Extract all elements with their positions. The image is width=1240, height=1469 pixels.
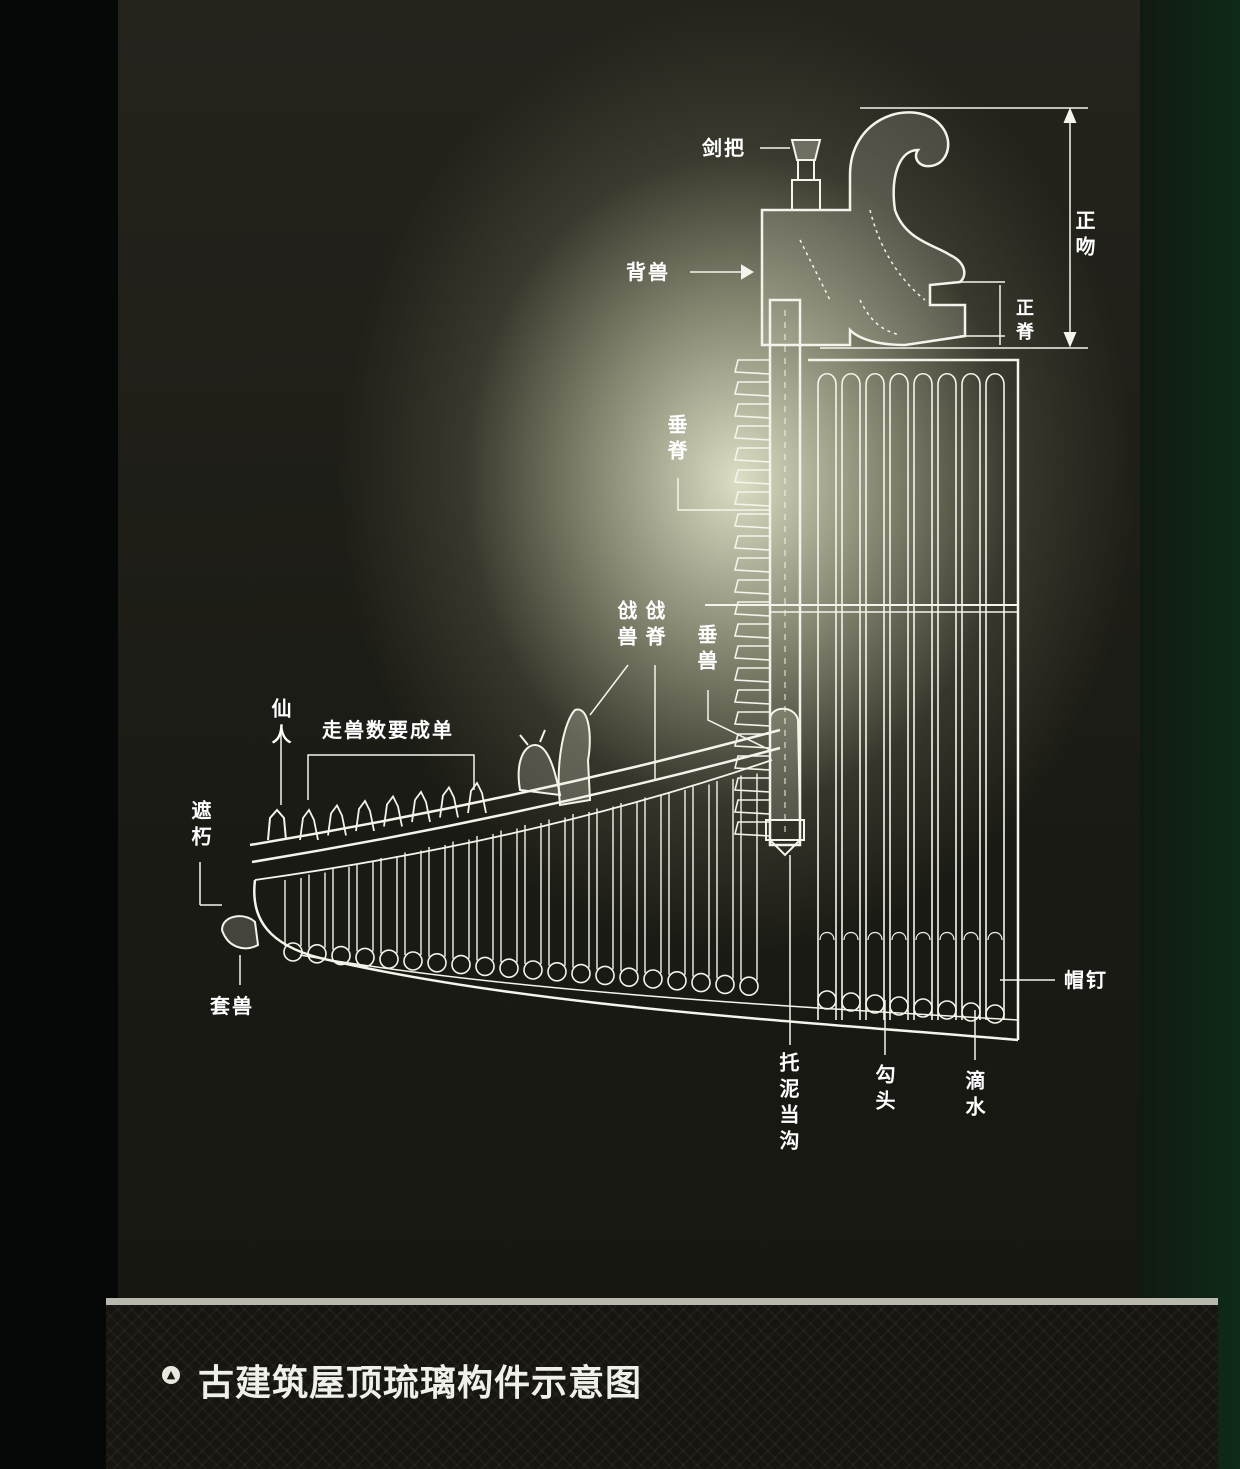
label-beishou: 背兽: [626, 260, 670, 284]
label-zhengwen: 正吻: [1072, 210, 1096, 262]
label-qiangshou: 戗兽: [614, 600, 638, 652]
display-board: [118, 0, 1140, 1300]
caption-divider: [106, 1298, 1218, 1305]
label-xianren: 仙人: [268, 698, 292, 750]
label-chuishou: 垂兽: [694, 624, 718, 676]
label-chuiji: 垂脊: [664, 414, 688, 466]
right-wall: [1140, 0, 1240, 1469]
label-goutou: 勾头: [872, 1064, 896, 1116]
caption-band: [106, 1305, 1218, 1469]
label-taoshou: 套兽: [210, 994, 254, 1018]
left-shadow: [0, 0, 118, 1469]
label-tuonidanggou: 托泥当沟: [776, 1052, 800, 1156]
label-jianba: 剑把: [702, 136, 746, 160]
label-zhengji: 正脊: [1013, 298, 1034, 346]
label-maoding: 帽钉: [1064, 968, 1108, 992]
diagram-caption: 古建筑屋顶琉璃构件示意图: [198, 1362, 643, 1404]
label-zoushou: 走兽数要成单: [322, 718, 454, 742]
triangle-up-icon: ▲: [162, 1366, 180, 1384]
label-qiangji: 戗脊: [642, 600, 666, 652]
label-zheyou: 遮朽: [188, 800, 212, 852]
label-dishui: 滴水: [962, 1070, 986, 1122]
roof-diagram: [199, 107, 1088, 1060]
